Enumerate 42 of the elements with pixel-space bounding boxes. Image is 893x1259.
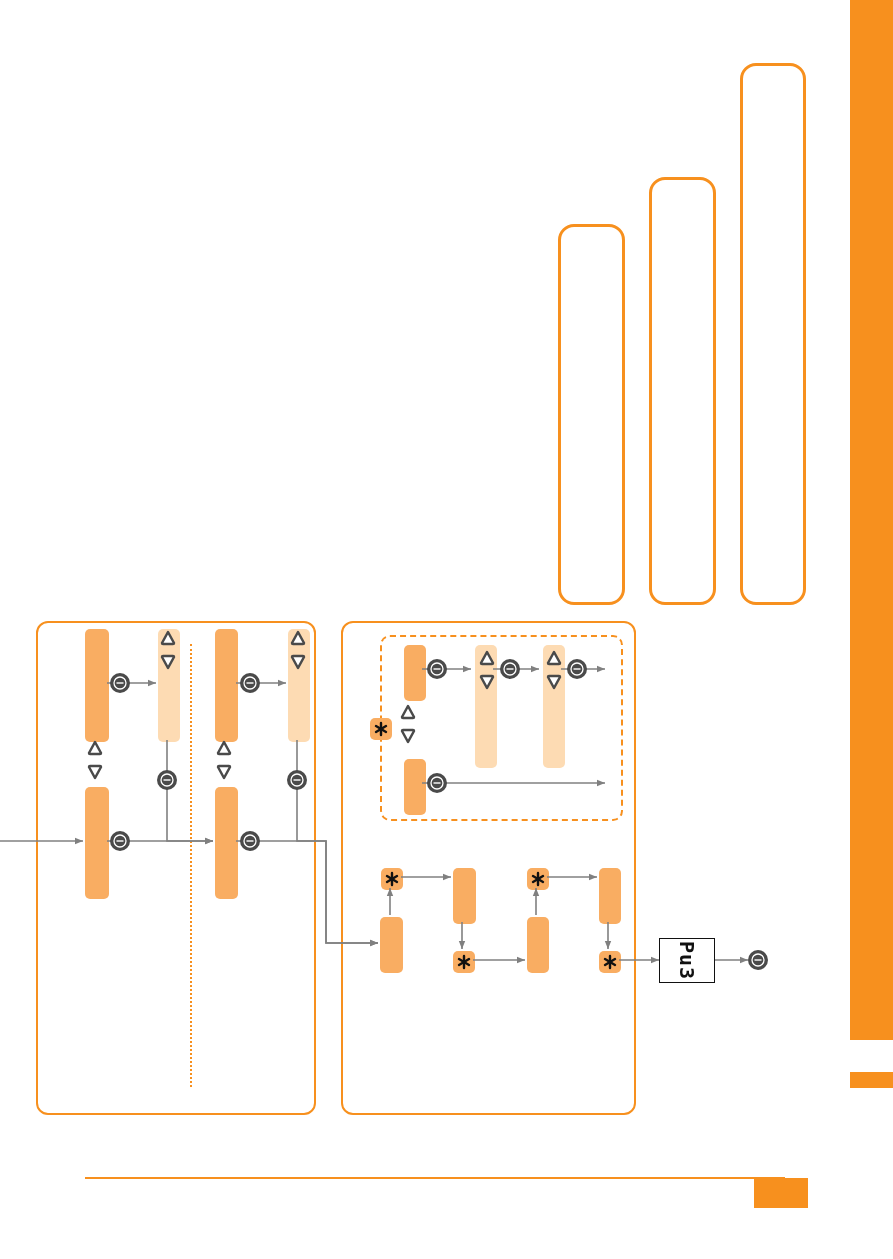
arrow bbox=[0, 837, 84, 845]
step-box bbox=[215, 787, 238, 899]
step-box bbox=[215, 629, 238, 742]
minus-button-icon bbox=[748, 950, 768, 970]
arrow bbox=[604, 921, 612, 950]
step-box bbox=[453, 868, 476, 924]
option-box bbox=[543, 645, 565, 768]
arrow bbox=[386, 887, 394, 916]
arrow bbox=[532, 887, 540, 916]
option-box bbox=[158, 629, 180, 742]
arrow bbox=[106, 837, 214, 845]
step-box bbox=[527, 917, 549, 973]
step-box bbox=[599, 868, 621, 924]
panel-frame bbox=[36, 621, 316, 1115]
option-box bbox=[475, 645, 497, 768]
star-key-box bbox=[370, 718, 392, 740]
side-tab-marker bbox=[850, 1072, 893, 1088]
side-tab-band bbox=[850, 0, 893, 1040]
step-box bbox=[85, 787, 109, 899]
arrow bbox=[618, 956, 660, 964]
arrow bbox=[546, 873, 598, 881]
arrow bbox=[421, 779, 606, 787]
lcd-display: Pu3 bbox=[659, 938, 715, 983]
panel-frame bbox=[341, 621, 636, 1115]
option-box bbox=[288, 629, 310, 742]
rounded-frame bbox=[740, 63, 806, 605]
star-key-box bbox=[527, 868, 549, 890]
star-key-box bbox=[381, 868, 403, 890]
arrow bbox=[235, 840, 379, 947]
rounded-frame bbox=[558, 224, 625, 605]
arrow bbox=[472, 956, 526, 964]
star-key-box bbox=[453, 951, 475, 973]
step-box bbox=[404, 645, 426, 701]
star-key-box bbox=[599, 951, 621, 973]
arrow bbox=[458, 921, 466, 950]
step-box bbox=[85, 629, 109, 742]
step-box bbox=[404, 759, 426, 815]
arrow bbox=[714, 956, 749, 964]
page-number-box bbox=[754, 1178, 808, 1208]
step-box bbox=[380, 917, 403, 973]
rounded-frame bbox=[649, 177, 716, 605]
arrow bbox=[400, 873, 452, 881]
